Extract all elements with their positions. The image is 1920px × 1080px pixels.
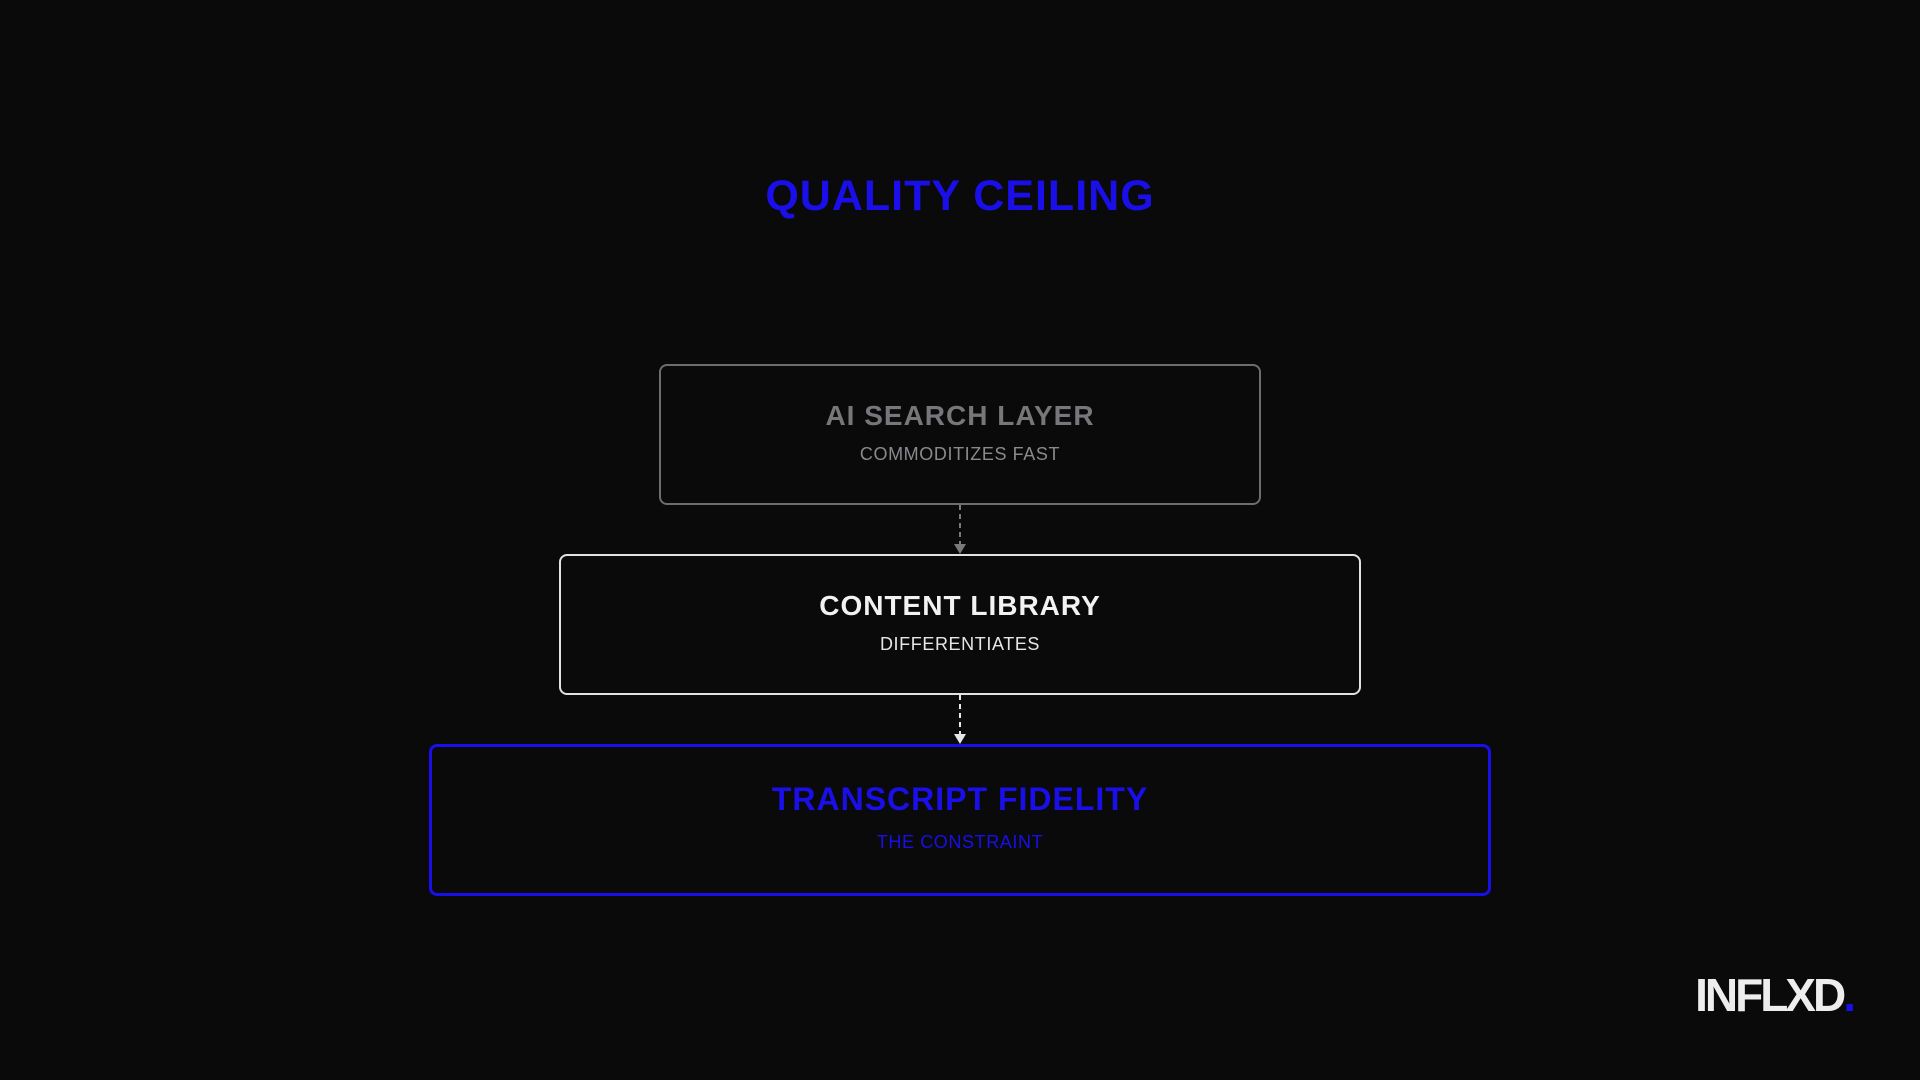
layer-name: CONTENT LIBRARY [819,590,1101,621]
layer-subtitle: THE CONSTRAINT [876,832,1044,852]
layer-content-library: CONTENT LIBRARY DIFFERENTIATES [559,554,1361,695]
layer-subtitle: DIFFERENTIATES [879,634,1041,654]
layer-ai-search: AI SEARCH LAYER COMMODITIZES FAST [659,364,1261,505]
diagram-title: QUALITY CEILING [765,172,1155,220]
layer-name: AI SEARCH LAYER [825,400,1095,431]
connector-arrow [954,695,966,744]
brand-logo: INFLXD. [1695,972,1856,1018]
logo-dot: . [1843,969,1856,1021]
connector-arrow [954,505,966,554]
layer-transcript-fidelity: TRANSCRIPT FIDELITY THE CONSTRAINT [429,744,1491,896]
layer-name: TRANSCRIPT FIDELITY [771,781,1149,817]
logo-text: INFLXD [1695,969,1846,1021]
layer-subtitle: COMMODITIZES FAST [859,444,1061,464]
